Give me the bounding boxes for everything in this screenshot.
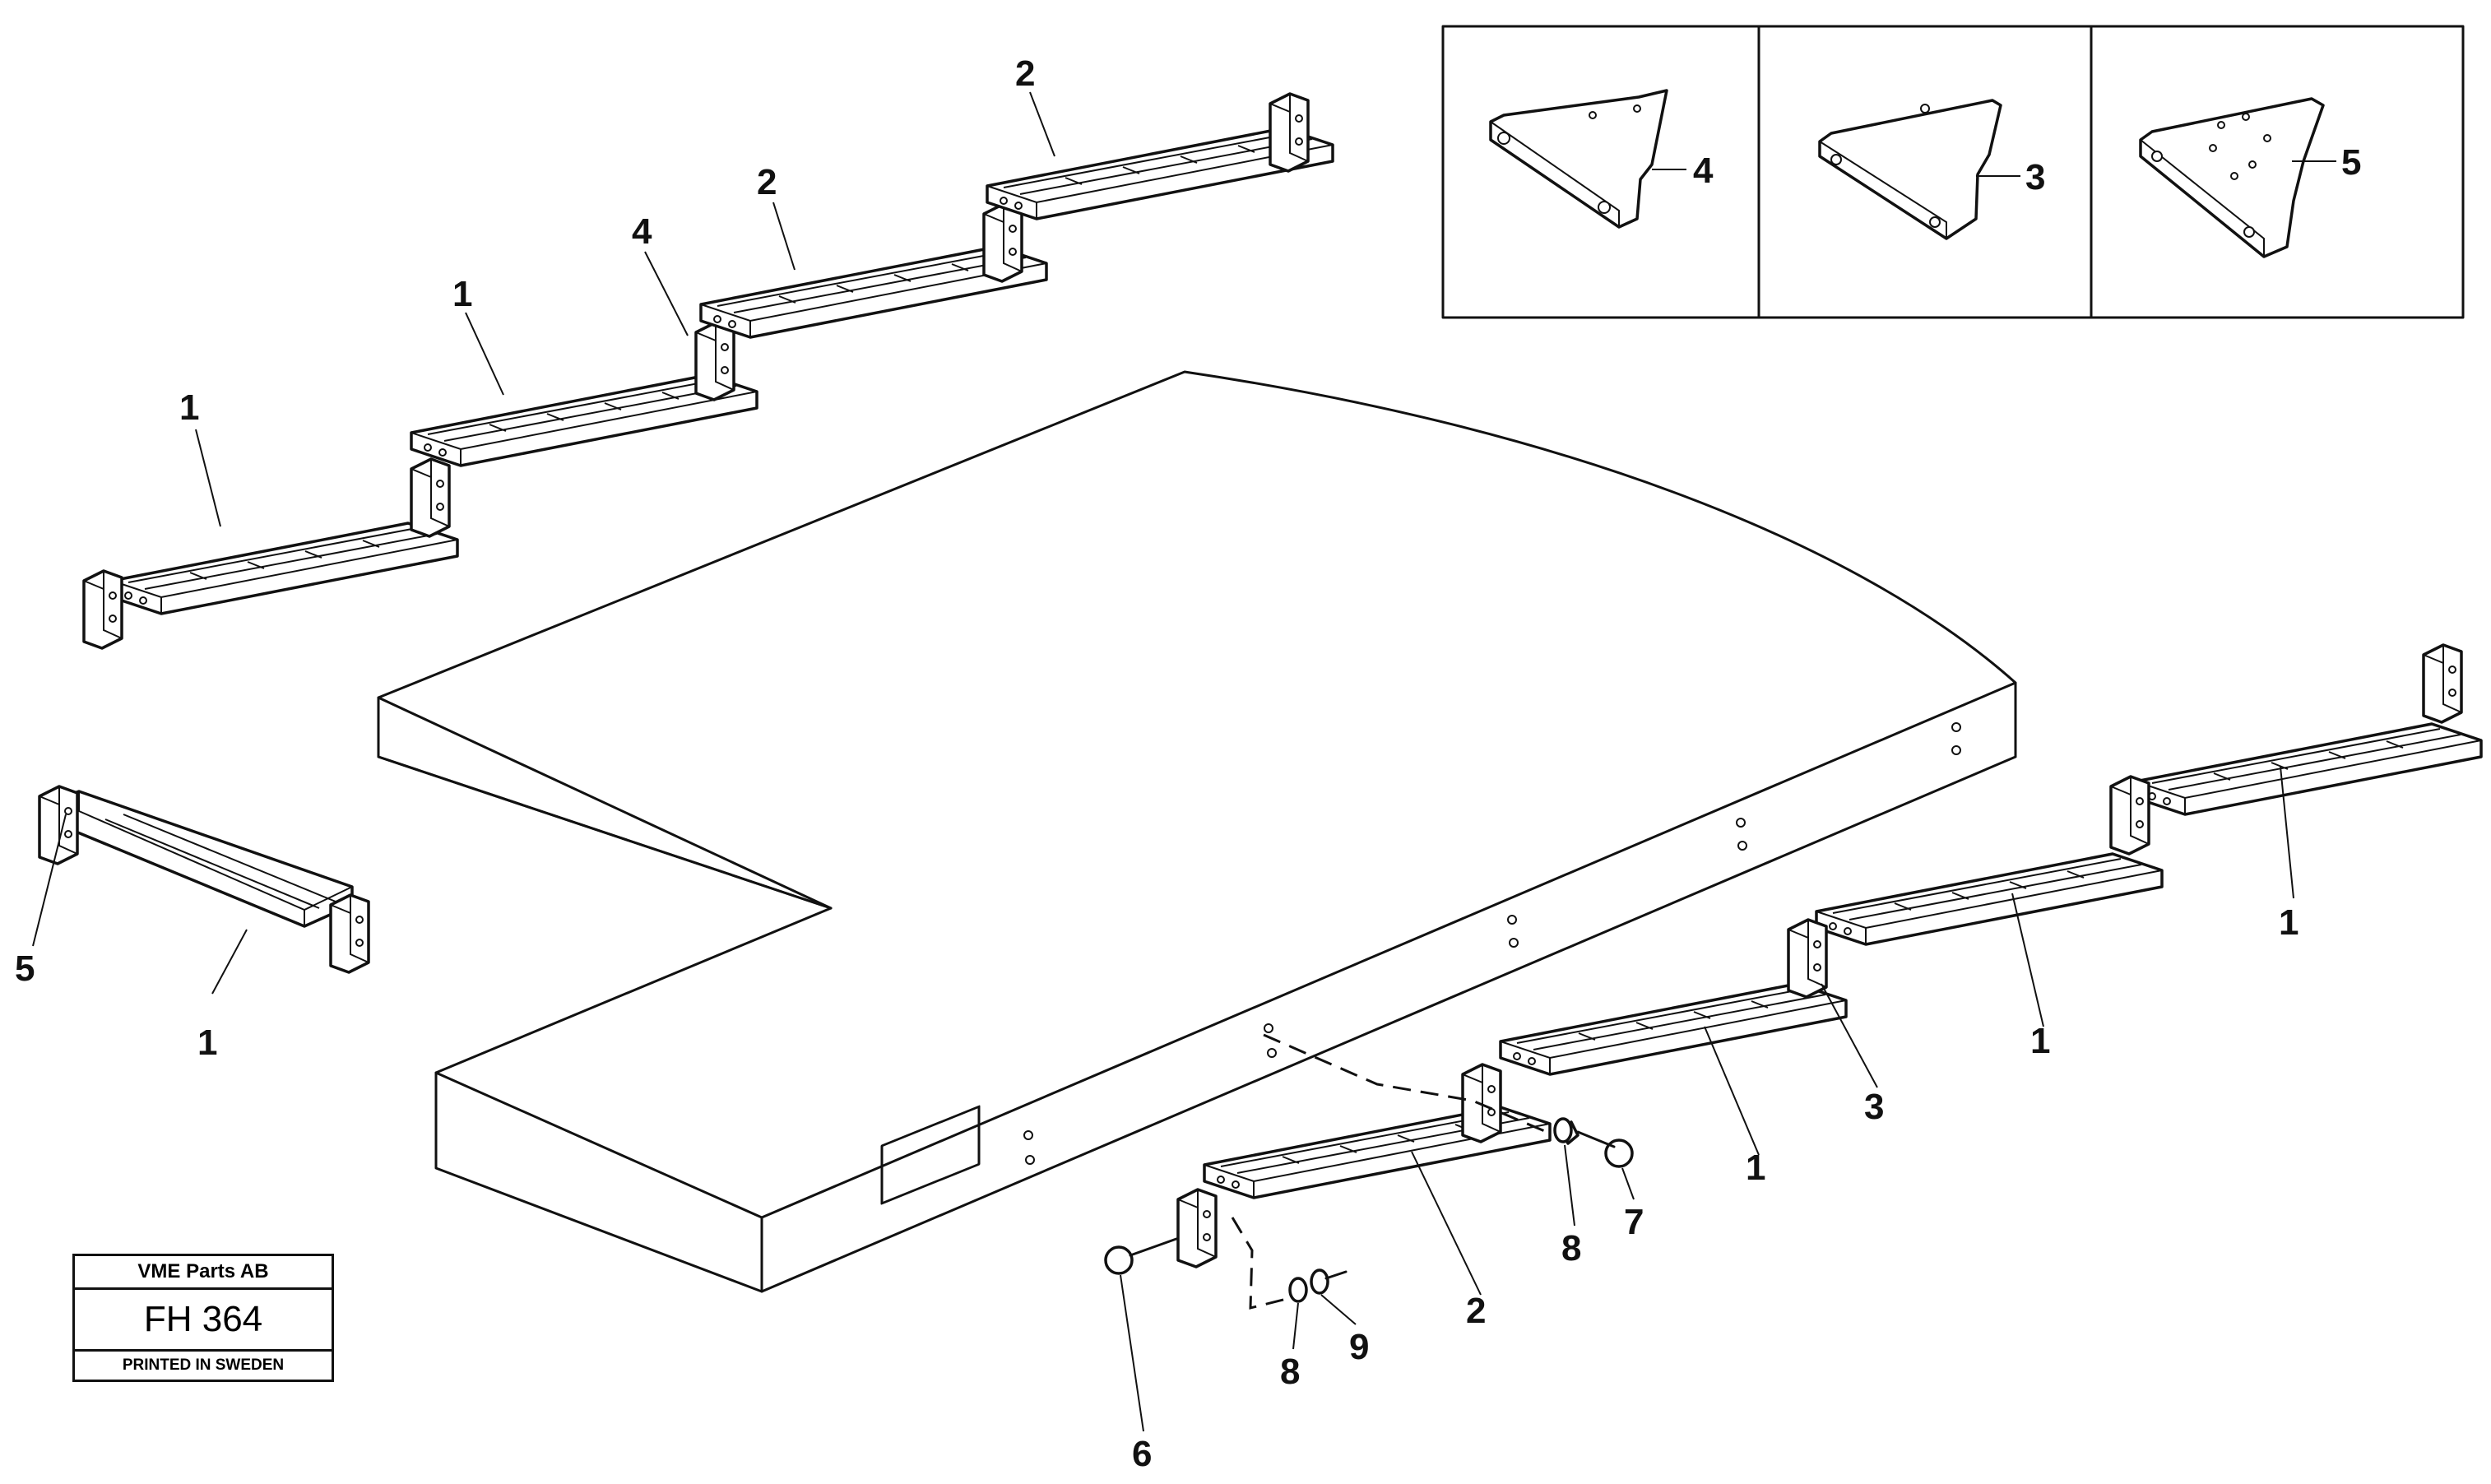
leader-lines — [32, 91, 2294, 1432]
left-step — [38, 785, 370, 974]
upper-step-1 — [82, 457, 459, 650]
callout-bolt-right: 7 — [1624, 1202, 1644, 1242]
callout-upper-left-step: 1 — [179, 387, 199, 428]
callouts: 1 1 4 2 2 5 1 1 1 1 3 2 6 7 8 8 9 — [15, 53, 2298, 1474]
callout-left-step: 1 — [197, 1023, 217, 1063]
inset-callout-3: 3 — [2025, 157, 2045, 197]
callout-upper-step-3: 2 — [757, 162, 777, 202]
printed-note: PRINTED IN SWEDEN — [122, 1356, 285, 1374]
front-step-far — [2134, 643, 2483, 816]
front-step-near — [1499, 982, 1848, 1076]
front-small-step — [1176, 1063, 1552, 1268]
inset-bracket-5: 5 — [2139, 97, 2361, 258]
upper-step-4 — [986, 92, 1334, 220]
inset-bracket-4: 4 — [1489, 89, 1714, 229]
callout-washer-right: 8 — [1561, 1228, 1581, 1268]
fasteners — [1104, 1033, 1634, 1310]
company-name: VME Parts AB — [75, 1256, 332, 1290]
inset-bracket-3: 3 — [1818, 99, 2045, 240]
upper-step-3 — [699, 202, 1048, 339]
callout-upper-step-4: 2 — [1015, 53, 1035, 94]
callout-front-bracket: 3 — [1864, 1087, 1884, 1127]
callout-upper-step-2: 1 — [452, 274, 472, 314]
callout-upper-bracket: 4 — [632, 211, 652, 252]
title-block: VME Parts AB FH 364 PRINTED IN SWEDEN — [72, 1254, 334, 1382]
platform-deck — [377, 370, 2017, 1293]
callout-front-small-step: 2 — [1466, 1291, 1486, 1331]
inset-callout-4: 4 — [1693, 151, 1714, 191]
callout-front-step-mid: 1 — [2030, 1021, 2050, 1061]
callout-bolt-left: 6 — [1132, 1434, 1152, 1474]
drawing-number: FH 364 — [75, 1290, 332, 1352]
front-step-mid — [1815, 775, 2164, 946]
callout-washer-left: 8 — [1280, 1352, 1300, 1392]
callout-washer-pair: 9 — [1349, 1327, 1369, 1367]
inset-frame — [1441, 25, 2465, 319]
callout-front-step-near: 1 — [1746, 1148, 1765, 1188]
inset-callout-5: 5 — [2341, 142, 2361, 183]
front-bracket-3 — [1787, 918, 1828, 999]
callout-front-step-far: 1 — [2279, 902, 2298, 943]
callout-left-step-bracket: 5 — [15, 948, 35, 989]
upper-bracket-4 — [694, 321, 735, 401]
